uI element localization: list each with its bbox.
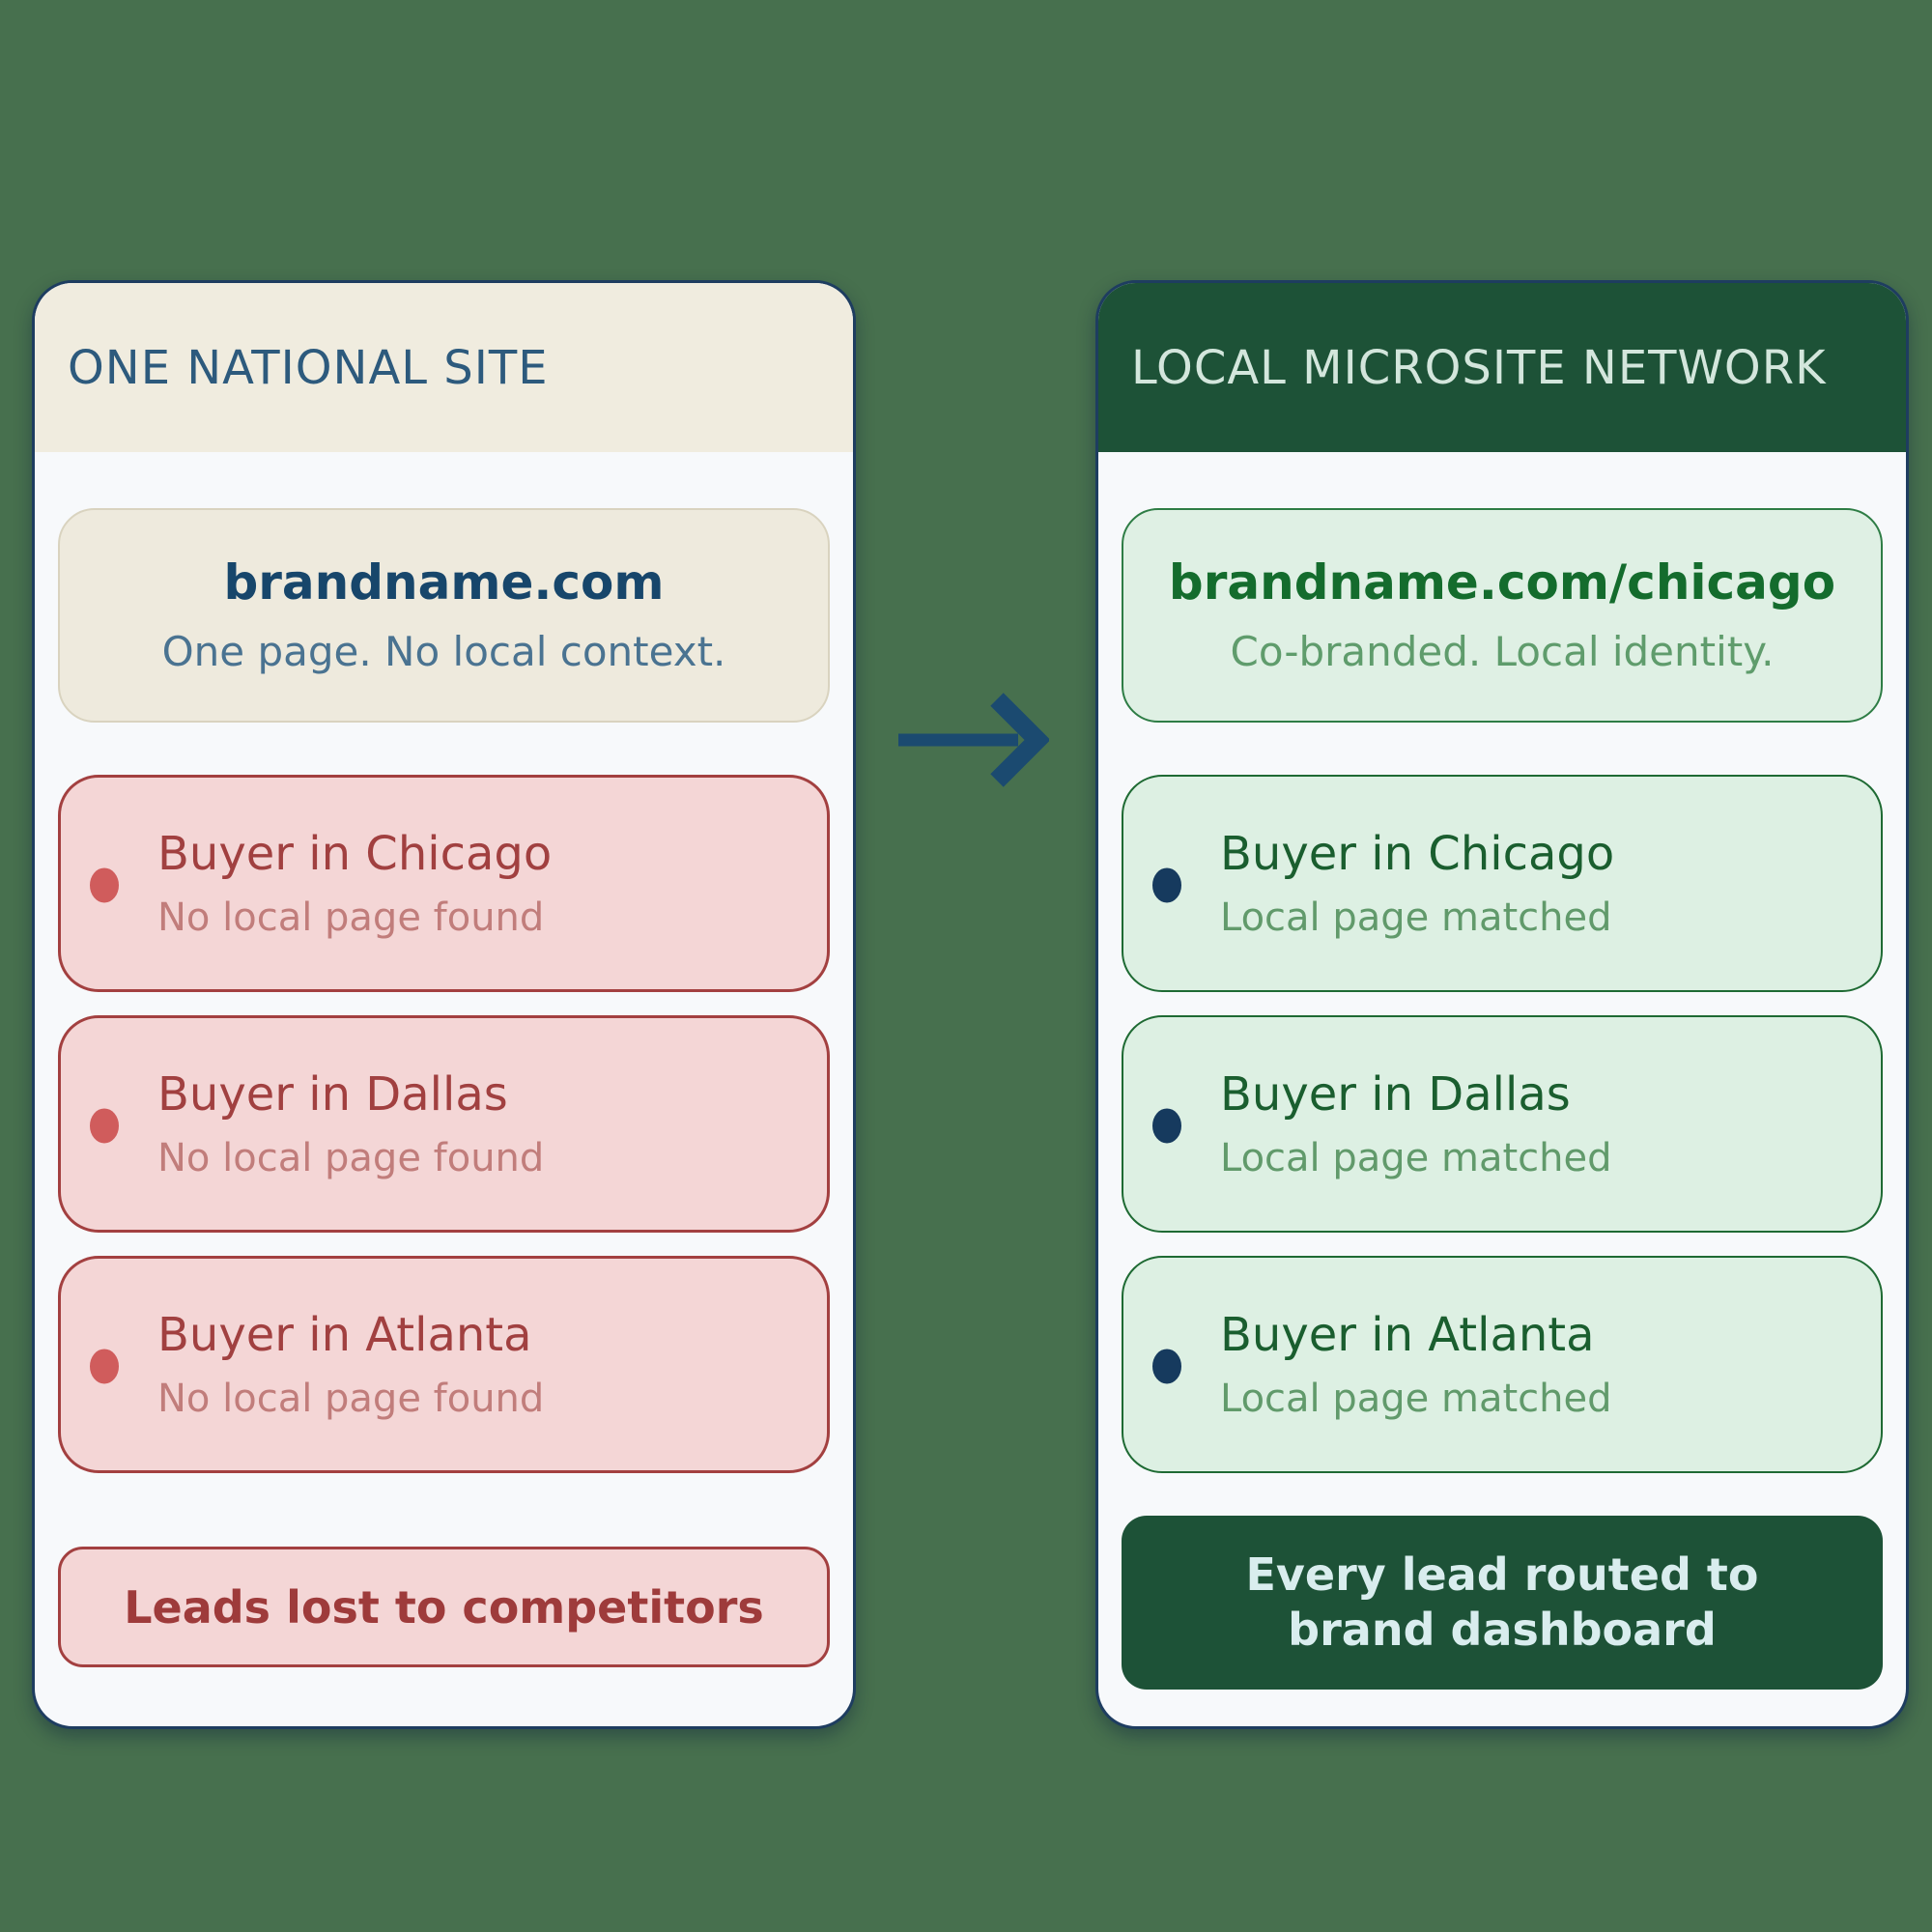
microsite-network-header: LOCAL MICROSITE NETWORK xyxy=(1098,283,1906,452)
buyer-row-dallas-local: Buyer in Dallas Local page matched xyxy=(1122,1015,1883,1233)
microsite-network-title: LOCAL MICROSITE NETWORK xyxy=(1131,340,1827,395)
leads-lost-banner: Leads lost to competitors xyxy=(58,1547,830,1667)
buyer-row-chicago-national: Buyer in Chicago No local page found xyxy=(58,775,830,992)
arrow-right-icon xyxy=(895,692,1049,788)
buyer-title: Buyer in Dallas xyxy=(1220,1066,1571,1122)
microsite-url-box: brandname.com/chicago Co-branded. Local … xyxy=(1122,508,1883,723)
national-url-subtitle: One page. No local context. xyxy=(161,628,726,675)
buyer-status: No local page found xyxy=(157,895,545,940)
microsite-url: brandname.com/chicago xyxy=(1168,554,1836,611)
national-site-body: brandname.com One page. No local context… xyxy=(35,508,853,1667)
microsite-network-card: LOCAL MICROSITE NETWORK brandname.com/ch… xyxy=(1095,280,1909,1729)
navy-dot-icon xyxy=(1152,1107,1181,1143)
buyer-row-dallas-national: Buyer in Dallas No local page found xyxy=(58,1015,830,1233)
navy-dot-icon xyxy=(1152,867,1181,902)
red-dot-icon xyxy=(90,867,119,902)
buyer-status: No local page found xyxy=(157,1135,545,1180)
buyer-title: Buyer in Atlanta xyxy=(1220,1307,1595,1362)
microsite-network-body: brandname.com/chicago Co-branded. Local … xyxy=(1098,508,1906,1690)
national-site-title: ONE NATIONAL SITE xyxy=(68,340,549,395)
lead-routing-banner: Every lead routed to brand dashboard xyxy=(1122,1516,1883,1690)
microsite-url-subtitle: Co-branded. Local identity. xyxy=(1230,628,1775,675)
leads-lost-text: Leads lost to competitors xyxy=(124,1580,764,1634)
lead-routing-line1: Every lead routed to xyxy=(1245,1548,1759,1601)
buyer-title: Buyer in Chicago xyxy=(1220,826,1615,881)
buyer-status: Local page matched xyxy=(1220,895,1612,940)
buyer-status: No local page found xyxy=(157,1376,545,1421)
buyer-row-atlanta-national: Buyer in Atlanta No local page found xyxy=(58,1256,830,1473)
buyer-title: Buyer in Atlanta xyxy=(157,1307,532,1362)
national-site-header: ONE NATIONAL SITE xyxy=(35,283,853,452)
buyer-row-atlanta-local: Buyer in Atlanta Local page matched xyxy=(1122,1256,1883,1473)
lead-routing-line2: brand dashboard xyxy=(1288,1604,1717,1656)
navy-dot-icon xyxy=(1152,1348,1181,1383)
national-url: brandname.com xyxy=(223,554,665,611)
red-dot-icon xyxy=(90,1348,119,1383)
national-url-box: brandname.com One page. No local context… xyxy=(58,508,830,723)
buyer-title: Buyer in Chicago xyxy=(157,826,553,881)
buyer-status: Local page matched xyxy=(1220,1376,1612,1421)
buyer-status: Local page matched xyxy=(1220,1135,1612,1180)
national-site-card: ONE NATIONAL SITE brandname.com One page… xyxy=(32,280,856,1729)
buyer-title: Buyer in Dallas xyxy=(157,1066,508,1122)
red-dot-icon xyxy=(90,1107,119,1143)
buyer-row-chicago-local: Buyer in Chicago Local page matched xyxy=(1122,775,1883,992)
